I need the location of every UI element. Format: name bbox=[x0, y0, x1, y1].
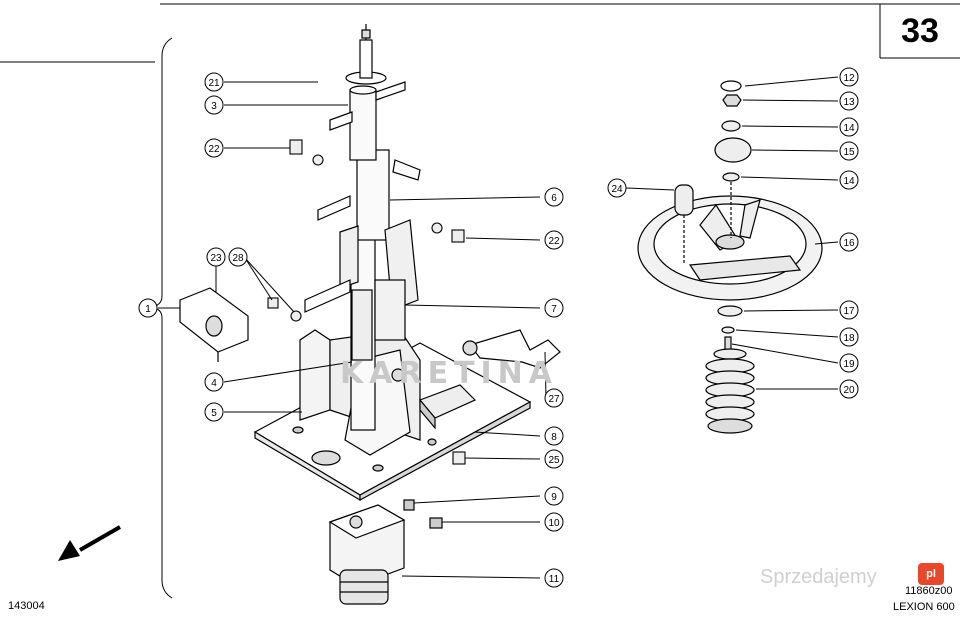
callout-circle bbox=[544, 187, 564, 207]
page-number: 33 bbox=[901, 12, 939, 50]
model-label: LEXION 600 bbox=[893, 601, 955, 613]
bolts-group bbox=[267, 139, 466, 465]
callout-circle bbox=[839, 141, 859, 161]
callout-label: 6 bbox=[551, 193, 557, 204]
callout-circle bbox=[839, 67, 859, 87]
valve-part-11 bbox=[328, 499, 443, 605]
callout-label: 24 bbox=[611, 184, 623, 195]
callout-label: 17 bbox=[843, 306, 855, 317]
assembly-bracket bbox=[149, 37, 173, 599]
callout-circle bbox=[839, 327, 859, 347]
callout-label: 15 bbox=[843, 147, 855, 158]
callout-label: 7 bbox=[551, 304, 557, 315]
callout-circle bbox=[138, 298, 158, 318]
callout-label: 4 bbox=[211, 378, 217, 389]
callout-circle bbox=[839, 353, 859, 373]
watermark-text: KARETINA bbox=[340, 356, 559, 391]
callout-circle bbox=[839, 379, 859, 399]
callout-circle bbox=[607, 178, 627, 198]
callout-label: 5 bbox=[211, 408, 217, 419]
callout-label: 25 bbox=[548, 455, 560, 466]
steering-column-assembly bbox=[253, 24, 532, 502]
callout-circle bbox=[228, 247, 248, 267]
callout-circle bbox=[544, 568, 564, 588]
callout-label: 22 bbox=[208, 144, 220, 155]
callout-label: 14 bbox=[843, 123, 855, 134]
lever-part-27 bbox=[462, 329, 561, 369]
callout-circle bbox=[839, 300, 859, 320]
callout-label: 23 bbox=[210, 253, 222, 264]
callout-circle bbox=[204, 95, 224, 115]
callout-circle bbox=[204, 402, 224, 422]
callout-circle bbox=[839, 170, 859, 190]
callout-circle bbox=[204, 372, 224, 392]
callout-circle bbox=[544, 426, 564, 446]
callout-label: 8 bbox=[551, 432, 557, 443]
reference-code: 11860z00 bbox=[905, 585, 953, 597]
callout-circle bbox=[544, 449, 564, 469]
callout-circle bbox=[544, 230, 564, 250]
callout-circle bbox=[544, 512, 564, 532]
callout-label: 19 bbox=[843, 359, 855, 370]
callout-circle bbox=[839, 232, 859, 252]
callout-label: 27 bbox=[548, 394, 560, 405]
boot-part-20 bbox=[705, 348, 755, 434]
callout-circle bbox=[839, 117, 859, 137]
steering-wheel-assembly bbox=[637, 80, 823, 434]
callout-label: 18 bbox=[843, 333, 855, 344]
site-watermark: Sprzedajemy bbox=[760, 566, 877, 588]
knob-part-24 bbox=[674, 184, 694, 216]
drawing-number: 143004 bbox=[8, 600, 45, 612]
callout-circle bbox=[204, 138, 224, 158]
site-badge: pl bbox=[918, 563, 944, 585]
callout-label: 21 bbox=[208, 78, 220, 89]
callout-circle bbox=[544, 298, 564, 318]
callout-group: 1345678910111213141415161718192021222223… bbox=[138, 67, 859, 588]
callout-circle bbox=[544, 486, 564, 506]
callout-label: 22 bbox=[548, 236, 560, 247]
callout-circle bbox=[544, 388, 564, 408]
callout-label: 12 bbox=[843, 73, 855, 84]
callout-circle bbox=[839, 91, 859, 111]
callout-label: 14 bbox=[843, 176, 855, 187]
callout-label: 9 bbox=[551, 492, 557, 503]
callout-label: 10 bbox=[548, 518, 560, 529]
leader-lines bbox=[158, 76, 839, 579]
callout-label: 28 bbox=[232, 253, 244, 264]
callout-label: 11 bbox=[549, 574, 560, 585]
callout-label: 1 bbox=[145, 304, 151, 315]
callout-label: 13 bbox=[843, 97, 855, 108]
callout-circle bbox=[204, 72, 224, 92]
callout-circle bbox=[206, 247, 226, 267]
callout-label: 16 bbox=[843, 238, 855, 249]
direction-arrow-icon bbox=[58, 525, 121, 561]
bracket-part-23 bbox=[179, 287, 249, 362]
callout-label: 20 bbox=[843, 385, 855, 396]
callout-label: 3 bbox=[211, 101, 217, 112]
